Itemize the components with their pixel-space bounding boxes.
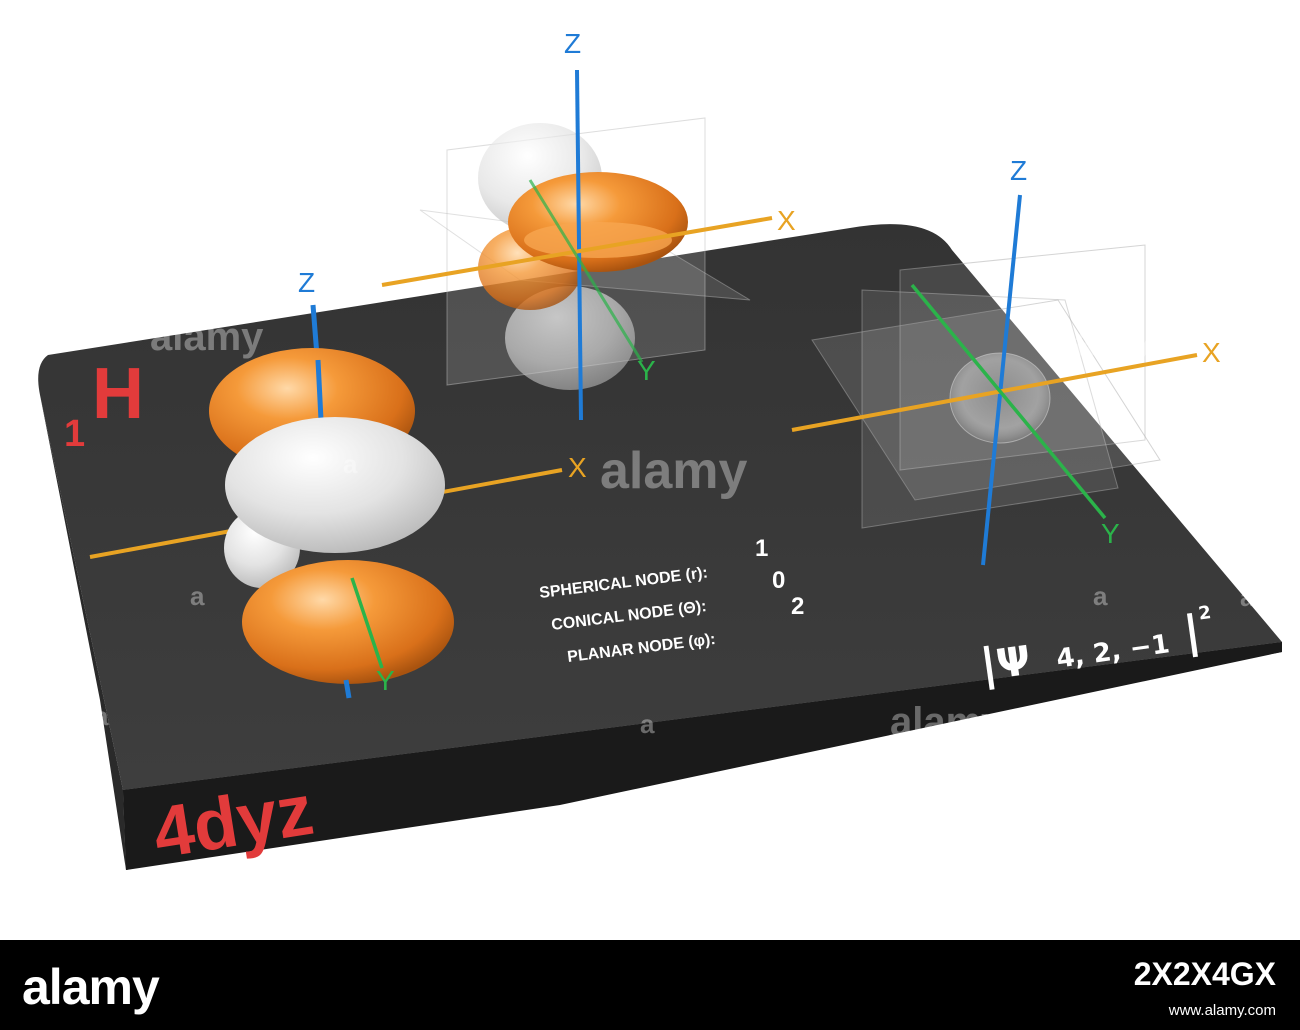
y-axis-label: Y bbox=[1101, 518, 1120, 549]
watermark: alamy bbox=[1040, 320, 1154, 364]
watermark: alamy bbox=[890, 700, 1004, 744]
wavefunction-bar-right: | bbox=[1181, 606, 1204, 659]
spherical-node-value: 1 bbox=[755, 535, 768, 562]
y-axis-line bbox=[528, 179, 644, 363]
watermark-mark: a bbox=[190, 581, 205, 611]
y-axis-line bbox=[910, 283, 1107, 520]
orbital-back-center bbox=[381, 69, 773, 421]
psi-symbol: Ψ bbox=[994, 638, 1034, 688]
planar-node-value: 2 bbox=[791, 593, 804, 620]
orbital-front-left bbox=[89, 304, 563, 699]
grey-lobe bbox=[505, 286, 635, 390]
orange-lobe bbox=[242, 560, 454, 684]
y-axis-line bbox=[350, 577, 384, 669]
z-axis-label: Z bbox=[564, 28, 581, 59]
wavefunction-bar-left: | bbox=[977, 639, 1000, 692]
watermark-mark: a bbox=[640, 709, 655, 739]
z-axis-label: Z bbox=[1010, 155, 1027, 186]
axis-labels: Z X Y Z X Y Z X Y bbox=[298, 28, 1221, 696]
z-axis-line bbox=[575, 69, 583, 421]
orbital-scene: Z X Y Z X Y Z X Y 1 H 4dyz SPHERICAL NOD… bbox=[38, 28, 1283, 874]
watermark: alamy bbox=[150, 315, 264, 359]
x-axis-line bbox=[381, 216, 773, 287]
footer-logo: alamy bbox=[22, 959, 160, 1015]
orbital-node-planes bbox=[791, 194, 1198, 566]
element-subscript: 1 bbox=[64, 413, 85, 455]
x-axis-line bbox=[791, 353, 1198, 432]
stock-footer: alamy 2X2X4GX www.alamy.com bbox=[0, 940, 1300, 1030]
z-axis-label: Z bbox=[298, 267, 315, 298]
footer-url: www.alamy.com bbox=[1168, 1002, 1276, 1019]
image-id: 2X2X4GX bbox=[1133, 956, 1276, 992]
watermark-mark: a bbox=[1240, 582, 1255, 612]
white-lobe bbox=[225, 417, 445, 553]
board-front-face bbox=[123, 642, 1282, 870]
x-axis-label: X bbox=[777, 205, 796, 236]
z-axis-line bbox=[343, 679, 352, 699]
watermarks: alamy alamy alamy alamy a a a a a a bbox=[94, 315, 1255, 744]
element-symbol: 1 H bbox=[64, 354, 144, 455]
y-axis-label: Y bbox=[376, 665, 395, 696]
x-axis-label: X bbox=[1202, 337, 1221, 368]
y-axis-label: Y bbox=[637, 355, 656, 386]
watermark-mark: a bbox=[94, 701, 109, 731]
conical-node-value: 0 bbox=[772, 567, 785, 594]
z-axis-line bbox=[981, 194, 1022, 566]
watermark-mark: a bbox=[1093, 581, 1108, 611]
watermark-mark: a bbox=[343, 449, 358, 479]
watermark: alamy bbox=[600, 442, 748, 500]
x-axis-label: X bbox=[568, 452, 587, 483]
element-letter: H bbox=[92, 354, 144, 434]
exponent: 2 bbox=[1197, 602, 1212, 625]
